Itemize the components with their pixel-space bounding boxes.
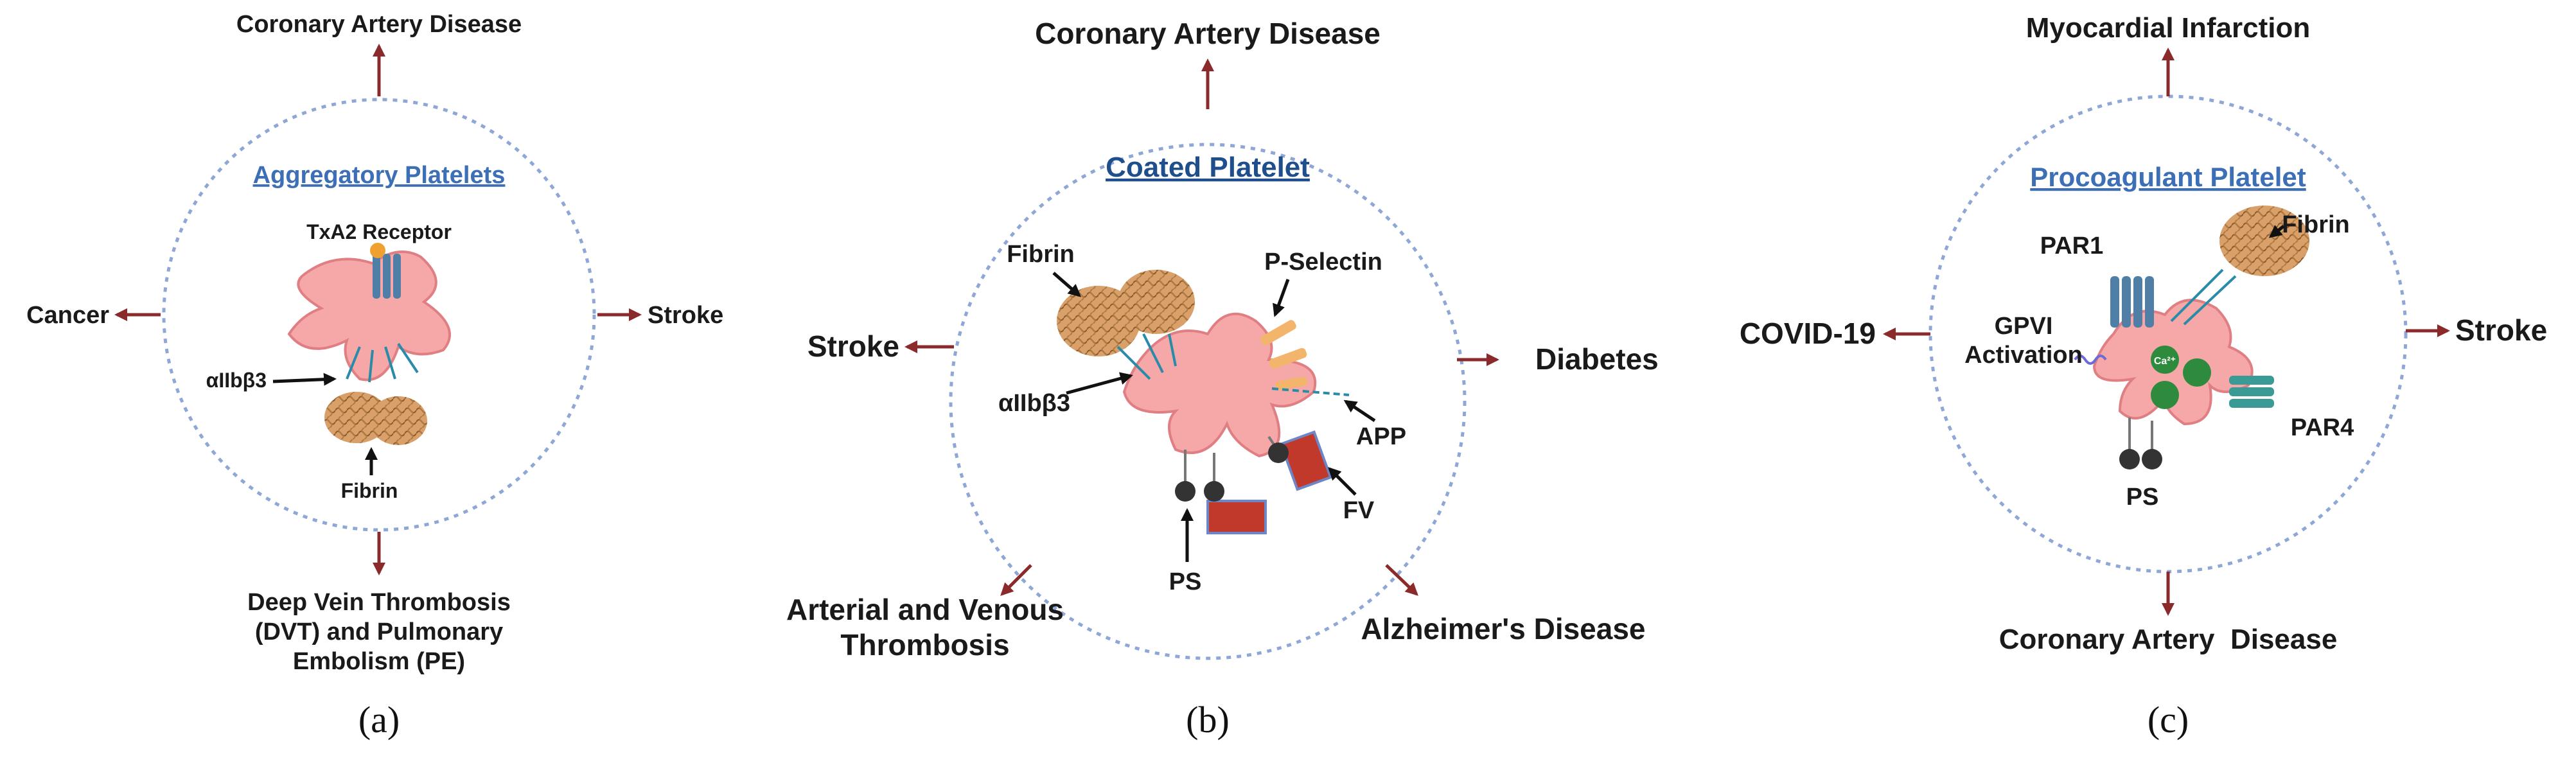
outcome-bottom-line3: Embolism (PE) [293, 648, 465, 675]
integrin-icon [346, 342, 419, 383]
app-label: APP [1356, 423, 1406, 450]
arrow-to-bottom-right [1385, 564, 1418, 596]
integrin-icon [1116, 333, 1177, 380]
outcome-right: Stroke [648, 302, 723, 329]
gpvi-label-line1: GPVI [1995, 313, 2053, 340]
outcome-right: Stroke [2455, 313, 2547, 347]
p-selectin-icon [1260, 320, 1307, 390]
txa2-receptor-label: TxA2 Receptor [306, 220, 452, 243]
calcium-label: Ca²⁺ [2154, 356, 2176, 367]
panel-b-boundary [949, 143, 1467, 660]
outcome-bottom-left-line2: Thrombosis [840, 628, 1009, 662]
app-pointer [1343, 399, 1376, 423]
outcome-bottom: Coronary Artery Disease [1999, 624, 2338, 655]
p-selectin-pointer [1273, 279, 1290, 317]
panel-c-caption: (c) [2148, 699, 2189, 741]
fibrin-label: Fibrin [2282, 211, 2350, 238]
outcome-top: Myocardial Infarction [2026, 12, 2311, 44]
integrin-pointer [1066, 372, 1133, 395]
fibrin-label: Fibrin [1007, 241, 1075, 268]
outcome-bottom-line2: (DVT) and Pulmonary [255, 618, 503, 645]
fv-icon [1206, 430, 1332, 534]
ps-icon [1175, 435, 1289, 502]
outcome-bottom-left-line1: Arterial and Venous [786, 593, 1064, 626]
platelet-icon [287, 250, 451, 382]
ps-label: PS [1169, 568, 1202, 595]
fibrin-mesh-icon [2219, 206, 2309, 276]
outcome-bottom-right: Alzheimer's Disease [1361, 612, 1645, 645]
fibrin-pointer [1052, 272, 1082, 297]
fv-label: FV [1343, 497, 1375, 524]
integrin-icon [2170, 268, 2237, 326]
fibrin-label: Fibrin [341, 479, 398, 502]
outcome-left: COVID-19 [1740, 317, 1876, 350]
panel-c: Procoagulant Platelet [1740, 12, 2547, 741]
ps-label: PS [2126, 484, 2159, 511]
panel-b: Coated Platelet [786, 17, 1659, 741]
integrin-label: αIIbβ3 [998, 390, 1070, 417]
txa2-receptor-icon [370, 243, 401, 299]
outcome-left: Cancer [26, 302, 109, 329]
panel-b-caption: (b) [1186, 699, 1230, 741]
integrin-pointer [272, 373, 337, 386]
panel-c-title: Procoagulant Platelet [2030, 162, 2306, 192]
outcome-right: Diabetes [1535, 342, 1659, 376]
par4-label: PAR4 [2291, 414, 2354, 441]
gpvi-icon [2074, 355, 2107, 365]
outcome-left: Stroke [807, 329, 899, 363]
calcium-icon [2151, 346, 2211, 409]
fibrin-mesh-icon [324, 392, 427, 445]
panel-a-boundary [162, 98, 596, 532]
app-icon [1271, 387, 1350, 396]
par1-receptor-icon [2110, 276, 2154, 328]
arrow-to-bottom-left [1000, 564, 1032, 596]
p-selectin-label: P-Selectin [1264, 249, 1382, 276]
panel-a: Aggregatory Platelets TxA2 Receptor αIIb… [26, 11, 723, 741]
ps-icon [2119, 417, 2162, 469]
fibrin-mesh-icon [1057, 270, 1195, 356]
fv-pointer [1328, 467, 1357, 496]
par4-receptor-icon [2229, 376, 2274, 408]
panel-a-caption: (a) [358, 699, 400, 741]
par1-label: PAR1 [2040, 232, 2104, 259]
integrin-label: αIIbβ3 [206, 369, 267, 392]
outcome-top: Coronary Artery Disease [1035, 17, 1381, 50]
outcome-top: Coronary Artery Disease [236, 11, 522, 38]
panel-b-title: Coated Platelet [1106, 152, 1310, 183]
outcome-bottom-line1: Deep Vein Thrombosis [247, 589, 511, 616]
fibrin-pointer [2268, 225, 2285, 238]
panel-a-title: Aggregatory Platelets [253, 162, 506, 189]
gpvi-label-line2: Activation [1964, 342, 2083, 369]
